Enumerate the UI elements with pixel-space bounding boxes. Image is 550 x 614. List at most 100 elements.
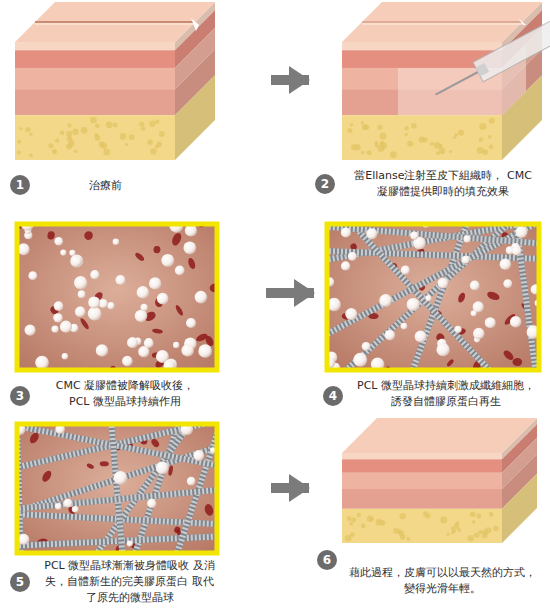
stage-panel: 5 PCL 微型晶球漸漸被身體吸收 及消失，自體新生的完美膠原蛋白 取代了原先的微…	[10, 418, 265, 609]
fat-cell	[349, 522, 353, 526]
stage-panel: 2當Ellanse注射至皮下組織時， CMC 凝膠體提供即時的填充效果	[315, 0, 545, 203]
skin-layer	[342, 473, 502, 489]
pcl-microsphere	[415, 330, 427, 342]
blood-cell	[457, 292, 467, 304]
collagen-fiber	[327, 226, 539, 244]
fat-cell	[493, 526, 499, 532]
fat-cell	[55, 138, 59, 142]
fat-cell	[472, 520, 475, 523]
fat-cell	[361, 121, 364, 124]
skin-layer	[342, 115, 502, 160]
callout-number: 3	[10, 386, 30, 406]
pcl-microsphere	[147, 499, 156, 508]
wrinkle-notch	[518, 18, 526, 25]
pcl-microsphere	[183, 241, 196, 254]
fat-cell	[488, 135, 492, 139]
stage-caption: PCL 微型晶球漸漸被身體吸收 及消失，自體新生的完美膠原蛋白 取代了原先的微型…	[42, 558, 217, 606]
skin-layer-side	[175, 75, 215, 160]
wrinkle-notch	[191, 18, 199, 31]
fat-cell	[19, 127, 22, 130]
fat-cell	[345, 535, 352, 542]
pcl-microsphere	[503, 279, 512, 288]
fat-cell	[397, 529, 402, 534]
fat-cell	[405, 133, 408, 136]
collagen-fiber	[111, 424, 123, 553]
fat-cell	[149, 121, 155, 127]
blood-cell	[512, 358, 522, 367]
pcl-microsphere	[485, 317, 496, 328]
pcl-microsphere	[385, 330, 395, 340]
skin-layer	[15, 68, 175, 89]
blood-cell	[86, 463, 95, 470]
stage-caption: 治療前	[30, 178, 180, 194]
fat-cell	[479, 137, 483, 141]
pcl-microsphere	[515, 226, 527, 238]
fat-cell	[74, 150, 77, 153]
fat-cell	[452, 528, 456, 532]
fat-cell	[350, 532, 355, 537]
pcl-microsphere	[88, 297, 100, 309]
blood-cell	[79, 317, 90, 330]
pcl-microsphere	[28, 271, 37, 280]
pcl-microsphere	[195, 291, 208, 304]
stage-caption: 當Ellanse注射至皮下組織時， CMC 凝膠體提供即時的填充效果	[353, 168, 533, 200]
panel-border	[17, 424, 217, 553]
pcl-microsphere	[90, 270, 99, 279]
fat-cell	[482, 532, 488, 538]
process-arrow	[266, 288, 314, 298]
fat-cell	[147, 140, 153, 146]
pcl-microsphere	[470, 281, 480, 291]
tissue-ground	[327, 224, 539, 370]
callout-number: 1	[10, 175, 30, 195]
pcl-microsphere	[463, 235, 470, 242]
pcl-microsphere	[127, 337, 138, 348]
panel-border	[17, 224, 217, 370]
pcl-microsphere	[24, 324, 35, 335]
collagen-fiber	[343, 224, 499, 370]
pcl-microsphere	[471, 310, 477, 316]
pcl-microsphere	[425, 295, 431, 301]
pcl-microsphere	[55, 503, 62, 510]
fat-cell	[467, 535, 474, 542]
fat-cell	[29, 132, 33, 136]
skin-layer-side	[502, 474, 537, 543]
blood-cell	[150, 438, 161, 449]
pcl-microsphere	[113, 239, 120, 246]
fat-cell	[447, 533, 450, 536]
fat-cell	[356, 513, 361, 518]
fat-cell	[377, 125, 382, 130]
pcl-microsphere	[62, 353, 68, 359]
pcl-microsphere	[107, 302, 114, 309]
fat-cell	[367, 150, 372, 155]
fat-cell	[411, 123, 417, 129]
stage-caption: 藉此過程，皮膚可以以最天然的方式， 變得光滑年輕。	[345, 565, 540, 597]
pcl-microsphere	[149, 277, 161, 289]
microscope-view	[13, 218, 220, 374]
skin-layer	[15, 89, 175, 115]
pcl-microsphere	[71, 256, 82, 267]
pcl-microsphere	[345, 308, 357, 320]
pcl-microsphere	[181, 344, 194, 357]
pcl-microsphere	[96, 344, 108, 356]
blood-cell	[40, 469, 53, 483]
pcl-microsphere	[53, 313, 62, 322]
skin-layer	[15, 115, 175, 160]
callout-number: 5	[10, 572, 30, 592]
skin-layer	[342, 453, 502, 459]
pcl-microsphere	[157, 293, 169, 305]
collagen-fiber-stripe	[17, 536, 217, 546]
pcl-microsphere	[78, 290, 86, 298]
skin-layer	[342, 42, 502, 50]
fat-cell	[362, 125, 367, 130]
fat-cell	[113, 123, 118, 128]
wrinkle-crease	[35, 21, 195, 23]
pcl-microsphere	[137, 286, 149, 298]
fat-cell	[379, 141, 384, 146]
pcl-microsphere	[51, 325, 58, 332]
fat-cell	[139, 122, 144, 127]
callout-number: 6	[317, 550, 337, 570]
stage-caption: PCL 微型晶球持續刺激成纖維細胞， 誘發自體膠原蛋白再生	[350, 378, 542, 410]
fat-cell	[129, 134, 135, 140]
